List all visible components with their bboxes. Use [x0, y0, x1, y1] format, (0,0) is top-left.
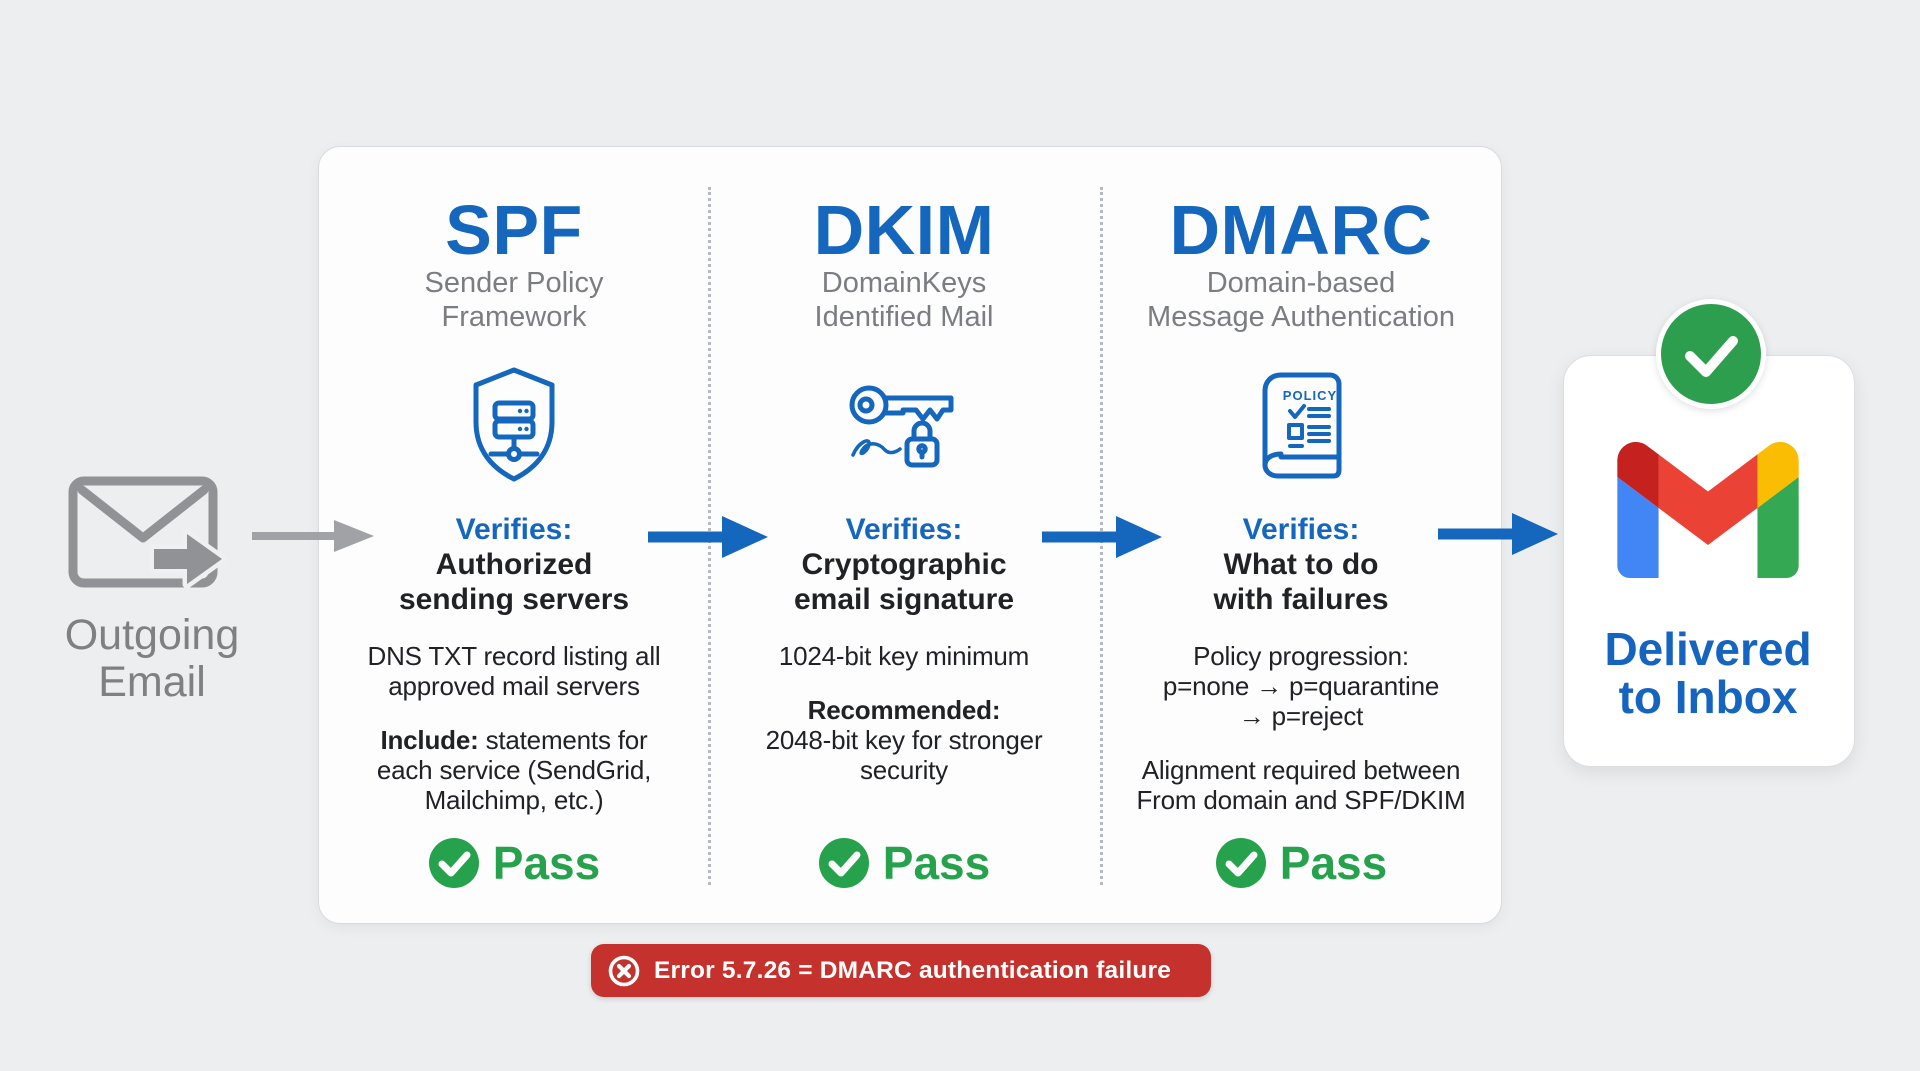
- spf-pass-badge: Pass: [319, 836, 709, 890]
- dmarc-status: Pass: [1279, 837, 1388, 889]
- outgoing-email-label: Outgoing Email: [64, 611, 240, 706]
- column-spf: SPF Sender Policy Framework: [319, 186, 709, 889]
- dkim-pass-badge: Pass: [709, 836, 1099, 890]
- dmarc-verifies-label: Verifies:: [1242, 513, 1360, 546]
- gmail-logo: [1617, 442, 1799, 578]
- check-circle-icon: [818, 838, 869, 888]
- dmarc-pass-badge: Pass: [1101, 836, 1501, 890]
- spf-verifies-label: Verifies:: [455, 513, 573, 546]
- error-x-icon: [608, 955, 640, 986]
- dmarc-detail-1: Policy progression: p=none → p=quarantin…: [1162, 641, 1440, 731]
- column-dmarc: DMARC Domain-based Message Authenticatio…: [1101, 186, 1501, 889]
- dkim-verifies-text: Cryptographic email signature: [793, 548, 1015, 616]
- error-banner: Error 5.7.26 = DMARC authentication fail…: [591, 944, 1211, 997]
- dmarc-detail-2: Alignment required between From domain a…: [1136, 755, 1466, 815]
- dkim-subtitle: DomainKeys Identified Mail: [814, 267, 994, 333]
- dkim-verifies-label: Verifies:: [845, 513, 963, 546]
- spf-detail-1: DNS TXT record listing all approved mail…: [367, 641, 661, 701]
- envelope-send-icon: [68, 476, 227, 589]
- dmarc-title: DMARC: [1169, 191, 1433, 269]
- flow-arrow-dkim-dmarc: [1042, 516, 1162, 558]
- spf-title: SPF: [445, 191, 583, 269]
- shield-server-icon: [319, 364, 709, 486]
- spf-verifies-text: Authorized sending servers: [398, 548, 630, 616]
- dmarc-verifies-text: What to do with failures: [1213, 548, 1389, 616]
- flow-arrow-spf-dkim: [648, 516, 768, 558]
- delivered-to-inbox-label: Delivered to Inbox: [1604, 623, 1812, 723]
- spf-status: Pass: [492, 837, 601, 889]
- dkim-title: DKIM: [813, 191, 995, 269]
- flow-arrow-gray: [252, 520, 374, 552]
- spf-detail-2: Include: statements for each service (Se…: [376, 725, 652, 815]
- spf-subtitle: Sender Policy Framework: [424, 267, 604, 333]
- column-dkim: DKIM DomainKeys Identified Mail Verifies…: [709, 186, 1099, 889]
- auth-steps-card: SPF Sender Policy Framework: [318, 146, 1502, 924]
- check-icon: [1685, 336, 1738, 377]
- policy-book-icon: POLICY: [1101, 364, 1501, 486]
- dkim-status: Pass: [882, 837, 991, 889]
- success-badge-icon: [1656, 299, 1766, 409]
- dkim-detail-1: 1024-bit key minimum: [778, 641, 1030, 671]
- check-circle-icon: [1215, 838, 1266, 888]
- error-banner-text: Error 5.7.26 = DMARC authentication fail…: [654, 956, 1172, 984]
- check-circle-icon: [428, 838, 479, 888]
- policy-icon-label: POLICY: [1283, 388, 1337, 403]
- delivered-card: [1563, 355, 1855, 767]
- flow-arrow-dmarc-inbox: [1438, 513, 1558, 555]
- key-signature-icon: [709, 364, 1099, 486]
- dkim-detail-2: Recommended: 2048-bit key for stronger s…: [765, 695, 1043, 785]
- dmarc-subtitle: Domain-based Message Authentication: [1147, 267, 1455, 333]
